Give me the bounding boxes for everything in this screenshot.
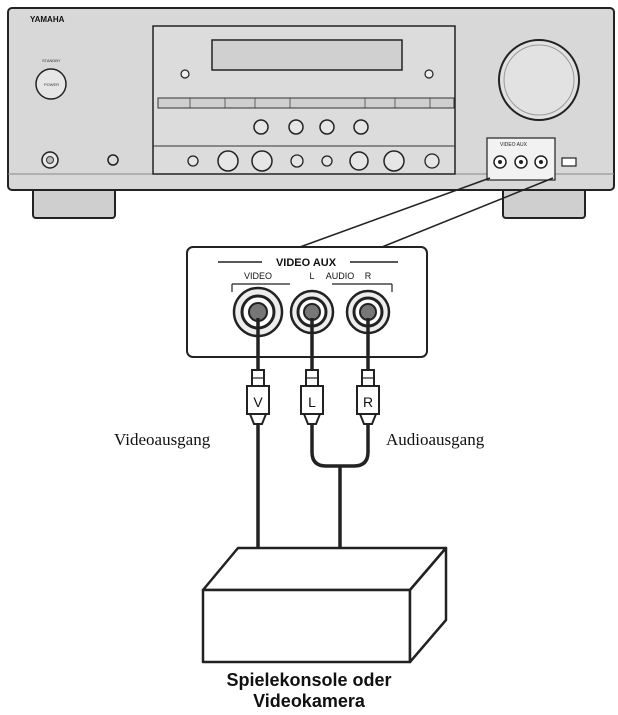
device-caption-line1: Spielekonsole oder	[226, 670, 391, 690]
display-window	[211, 39, 403, 71]
svg-text:POWER: POWER	[44, 82, 59, 87]
control-knob[interactable]	[251, 150, 273, 172]
control-knob[interactable]	[290, 154, 304, 168]
input-button-strip	[157, 97, 455, 109]
panel-audio-r-label: R	[365, 271, 372, 281]
panel-title: VIDEO AUX	[276, 257, 337, 269]
control-knob[interactable]	[187, 155, 199, 167]
front-usb-port	[561, 157, 577, 167]
video-plug-label: V	[253, 394, 263, 410]
front-jack-label: VIDEO AUX	[500, 142, 528, 148]
audio-l-plug: L	[300, 369, 324, 425]
svg-text:STANDBY: STANDBY	[42, 58, 61, 63]
display-indicator-left	[180, 69, 190, 79]
video-plug: V	[246, 369, 270, 425]
input-knob[interactable]	[253, 119, 269, 135]
receiver-brand: YAMAHA	[30, 15, 65, 24]
audio-r-plug: R	[356, 369, 380, 425]
video-jack	[232, 286, 284, 338]
zoom-line-left	[299, 177, 491, 248]
panel-audio-l-label: L	[309, 271, 314, 281]
tone-control-knobs	[187, 150, 440, 172]
input-knob[interactable]	[288, 119, 304, 135]
control-knob[interactable]	[349, 151, 369, 171]
control-knob[interactable]	[321, 155, 333, 167]
av-receiver: YAMAHA STANDBY POWER	[7, 7, 615, 219]
standby-button[interactable]	[35, 68, 67, 100]
input-knob[interactable]	[353, 119, 369, 135]
panel-audio-label: AUDIO	[326, 271, 355, 281]
zoom-line-right	[381, 177, 554, 248]
panel-video-label: VIDEO	[244, 271, 272, 281]
volume-knob[interactable]	[498, 39, 580, 121]
video-out-label: Videoausgang	[114, 430, 211, 449]
audio-out-label: Audioausgang	[386, 430, 485, 449]
source-device-box	[201, 546, 448, 664]
audio-l-plug-label: L	[308, 394, 316, 410]
cables	[256, 318, 370, 548]
input-selector-knobs	[253, 119, 369, 135]
device-caption-line2: Videokamera	[253, 691, 366, 711]
control-knob[interactable]	[217, 150, 239, 172]
control-knob[interactable]	[424, 153, 440, 169]
tone-bypass-button[interactable]	[107, 154, 119, 166]
audio-r-plug-label: R	[363, 394, 373, 410]
control-knob[interactable]	[383, 150, 405, 172]
video-aux-panel-zoom: VIDEO AUX VIDEO L AUDIO R	[186, 246, 428, 358]
audio-l-jack	[289, 289, 335, 335]
display-indicator-right	[424, 69, 434, 79]
receiver-foot-left	[32, 187, 116, 219]
input-knob[interactable]	[319, 119, 335, 135]
